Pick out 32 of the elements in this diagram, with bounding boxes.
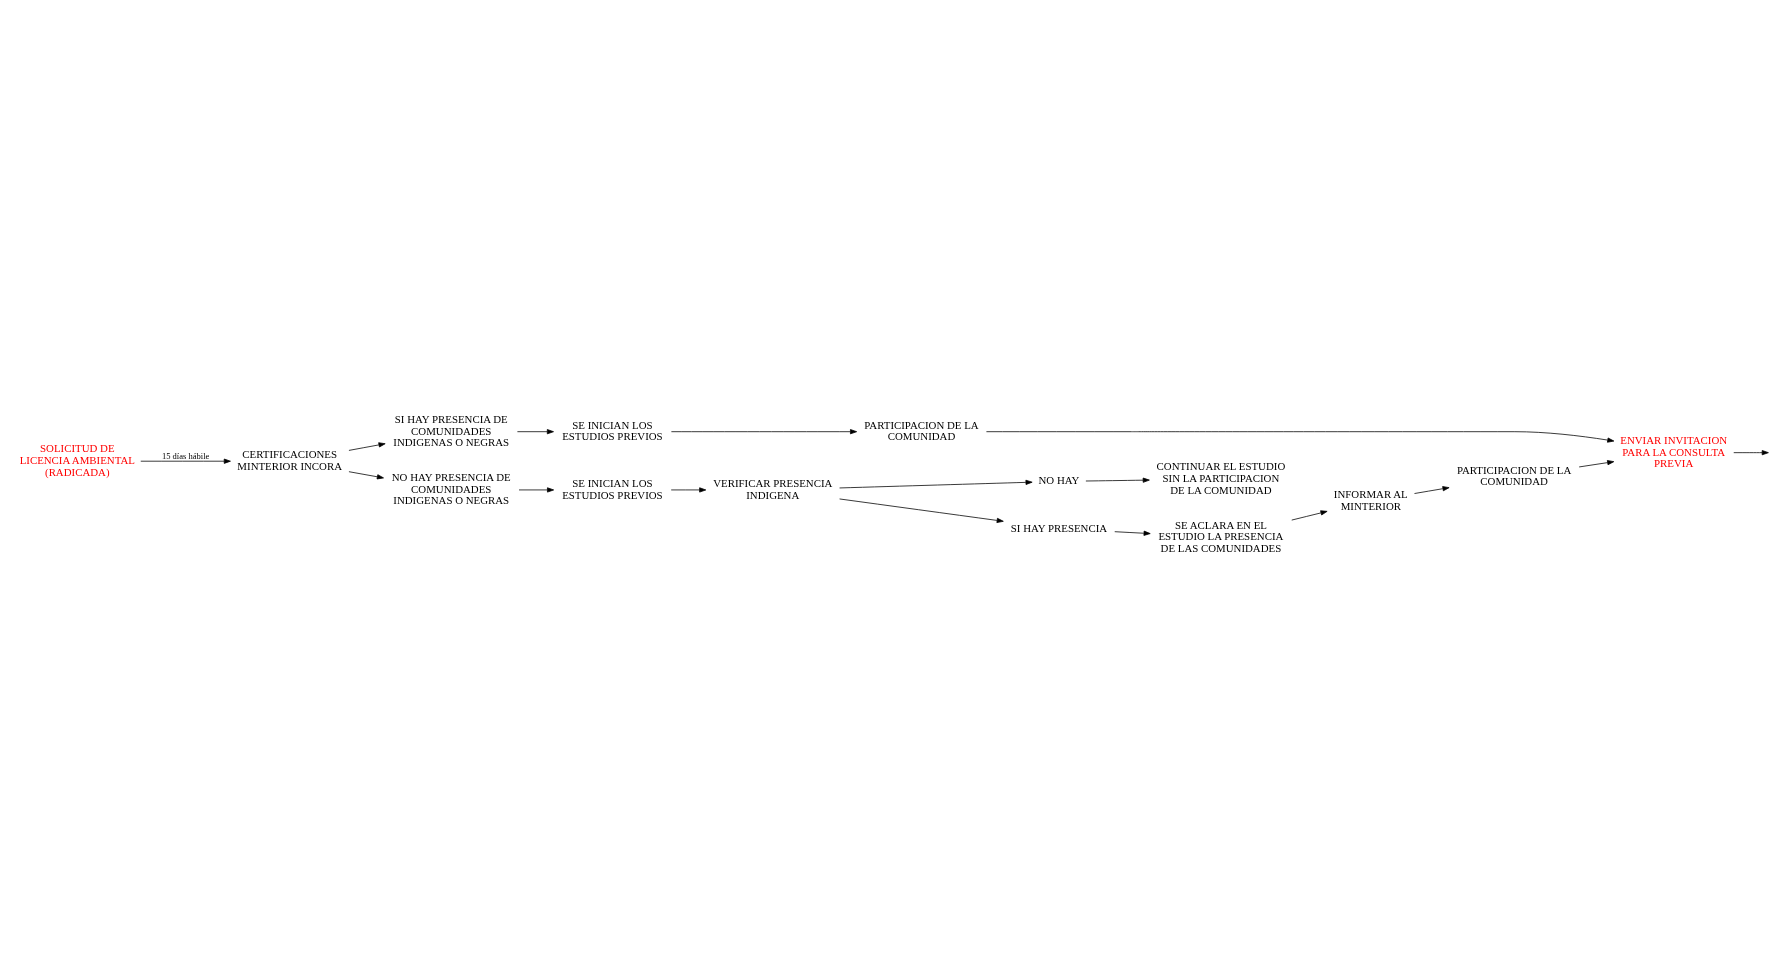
node-text: NO HAY PRESENCIA DE COMUNIDADES INDIGENAS O NEGRAS	[391, 471, 511, 507]
arrow	[839, 479, 1033, 489]
edge-label: 15 días hábile	[161, 450, 210, 461]
node-text: PARTICIPACION DE LA COMUNIDAD	[864, 418, 979, 443]
node-text: SI HAY PRESENCIA	[1010, 521, 1108, 534]
node-text: SOLICITUD DE LICENCIA AMBIENTAL (RADICADA)	[19, 442, 135, 478]
arrow	[986, 431, 1615, 443]
node-text: SI HAY PRESENCIA DE COMUNIDADES INDIGENAS O NEGRAS	[393, 412, 510, 449]
node-text: SE ACLARA EN EL ESTUDIO LA PRESENCIA DE LAS COMUNIDADES	[1158, 518, 1284, 554]
arrow	[670, 487, 707, 493]
node-text: CERTIFICACIONES MINTERIOR INCORA	[237, 448, 343, 472]
node-text: NO HAY	[1038, 474, 1080, 487]
arrow	[671, 429, 858, 435]
arrow	[1114, 530, 1151, 536]
arrow	[1291, 510, 1328, 521]
arrow	[140, 458, 231, 464]
node-text: SE INICIAN LOS ESTUDIOS PREVIOS	[562, 476, 663, 501]
node-text: PARTICIPACION DE LA COMUNIDAD	[1456, 463, 1572, 488]
node-text: VERIFICAR PRESENCIA INDIGENA	[713, 476, 833, 501]
node-text: INFORMAR AL MINTERIOR	[1333, 487, 1408, 512]
node-text: ENVIAR INVITACION PARA LA CONSULTA PREVIA	[1620, 433, 1728, 470]
arrow	[1733, 450, 1769, 456]
node-text: SE INICIAN LOS ESTUDIOS PREVIOS	[562, 418, 663, 443]
arrow	[518, 487, 555, 493]
arrow	[348, 442, 386, 451]
arrow	[1414, 486, 1450, 494]
arrow	[839, 498, 1004, 523]
node-text: CONTINUAR EL ESTUDIO SIN LA PARTICIPACION DE LA COMUNIDAD	[1156, 460, 1286, 496]
arrow	[517, 429, 554, 435]
arrow	[1085, 477, 1150, 483]
arrow	[348, 471, 384, 480]
arrow	[1578, 460, 1615, 468]
